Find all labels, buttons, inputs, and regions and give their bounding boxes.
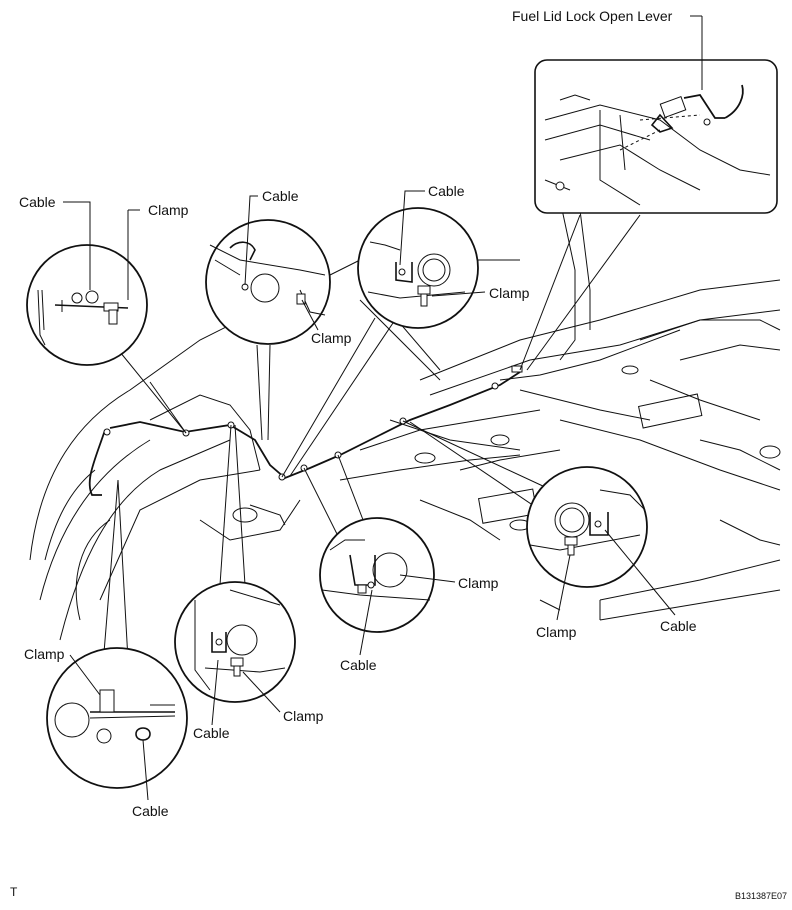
clamp-label-bottom-left: Clamp: [24, 646, 65, 662]
cable-label-mid-right: Cable: [340, 657, 377, 673]
clamp-label-top-mid: Clamp: [311, 330, 352, 346]
cable-label-bottom-right: Cable: [660, 618, 697, 634]
detail-circle-top-left: [26, 244, 148, 366]
cable-label-top-mid: Cable: [262, 188, 299, 204]
fuel-lid-lever-inset: [534, 59, 778, 214]
detail-circle-bottom-mid: [174, 581, 296, 703]
clamp-label-bottom-mid: Clamp: [283, 708, 324, 724]
cable-label-bottom-left: Cable: [132, 803, 169, 819]
clamp-label-bottom-right: Clamp: [536, 624, 577, 640]
footer-left-mark: T: [10, 885, 18, 899]
detail-circle-bottom-right: [526, 466, 648, 588]
clamp-label-mid-right: Clamp: [458, 575, 499, 591]
cable-route: [88, 365, 523, 496]
clamp-label-top-left: Clamp: [148, 202, 189, 218]
detail-circle-mid-right: [319, 517, 435, 633]
detail-circle-bottom-left: [46, 647, 188, 789]
detail-circle-top-mid: [205, 219, 331, 345]
cable-label-top-right: Cable: [428, 183, 465, 199]
cable-label-bottom-mid: Cable: [193, 725, 230, 741]
fuel-lid-lever-label: Fuel Lid Lock Open Lever: [512, 8, 673, 24]
clamp-label-top-right: Clamp: [489, 285, 530, 301]
detail-circle-top-right: [357, 207, 479, 329]
cable-label-top-left: Cable: [19, 194, 56, 210]
vehicle-body-floor: [29, 199, 781, 641]
figure-id: B131387E07: [735, 891, 788, 901]
detail-leaders: [102, 214, 641, 666]
